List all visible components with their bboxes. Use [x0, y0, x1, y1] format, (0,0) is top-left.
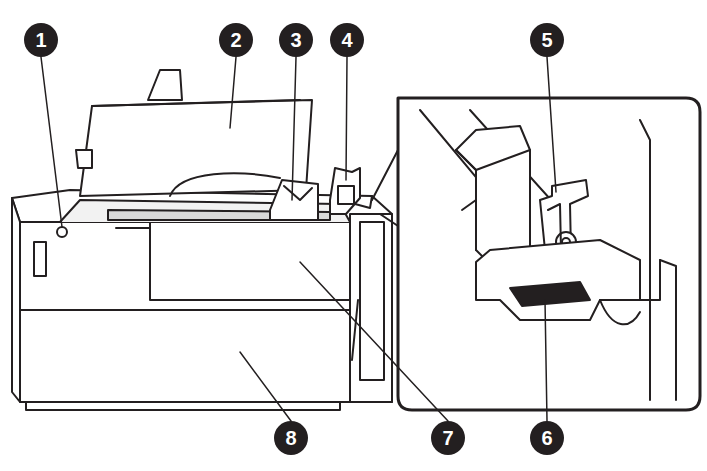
callout-number: 8 [274, 421, 308, 455]
tank-cover [330, 168, 372, 214]
leader-line [547, 57, 556, 192]
leader-line [230, 57, 236, 128]
leader-line [545, 300, 547, 421]
print-head [270, 180, 318, 220]
printer-cover [76, 70, 312, 196]
callout-number: 5 [530, 23, 564, 57]
callout-number: 3 [279, 23, 313, 57]
zoom-line [380, 214, 398, 226]
leader-line [240, 352, 291, 421]
leader-lines [41, 57, 556, 421]
leader-line [300, 262, 448, 421]
zoom-line [372, 150, 398, 200]
callout-number: 7 [431, 421, 465, 455]
leader-line [346, 57, 347, 180]
detail-inset [398, 98, 700, 410]
callout-number: 4 [330, 23, 364, 57]
callout-number: 1 [24, 23, 58, 57]
callout-number: 2 [219, 23, 253, 57]
leader-line [41, 57, 62, 227]
leader-line [292, 57, 296, 200]
callout-number: 6 [530, 421, 564, 455]
